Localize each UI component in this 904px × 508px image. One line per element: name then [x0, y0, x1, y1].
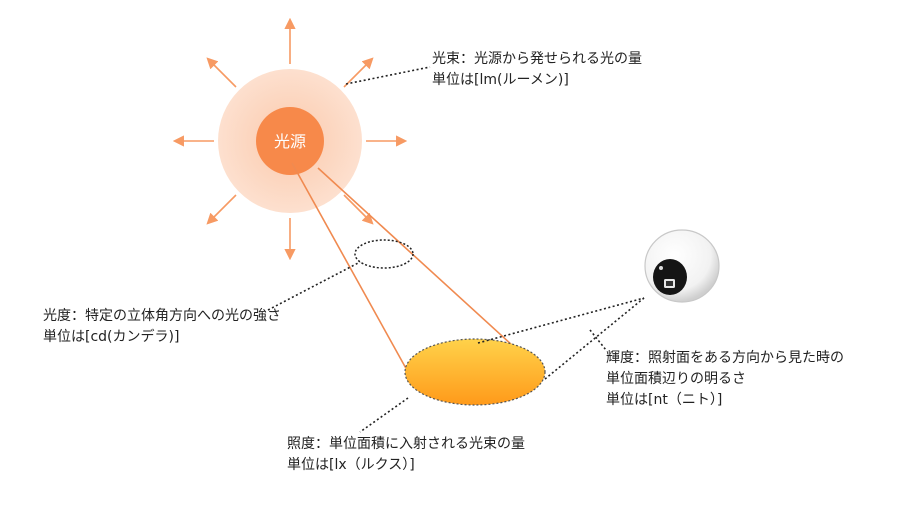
eye-icon — [644, 229, 720, 303]
luminous-intensity-definition: 光度：特定の立体角方向への光の強さ — [43, 308, 281, 324]
luminance-definition-cont: 単位面積辺りの明るさ — [606, 371, 746, 387]
beam-edge-left — [291, 162, 409, 373]
luminous-intensity-label: 光度：特定の立体角方向への光の強さ 単位は[cd(カンデラ)] — [43, 306, 281, 348]
light-source-label: 光源 — [274, 132, 306, 151]
beam-edge-right — [317, 167, 514, 347]
illuminance-label: 照度：単位面積に入射される光束の量 単位は[lx（ルクス）] — [287, 434, 525, 476]
luminous-flux-unit: 単位は[lm(ルーメン)] — [432, 72, 569, 88]
luminous-flux-definition: 光束：光源から発せられる光の量 — [432, 51, 642, 67]
luminance-unit: 単位は[nt（ニト）] — [606, 392, 723, 408]
luminance-leader — [589, 329, 607, 351]
ray-up-right — [343, 57, 374, 88]
illuminance-leader — [359, 397, 409, 433]
leader-lines — [267, 66, 645, 433]
luminance-definition: 輝度：照射面をある方向から見た時の — [606, 350, 844, 366]
flux-leader — [345, 66, 431, 85]
luminous-intensity-unit: 単位は[cd(カンデラ)] — [43, 329, 180, 345]
light-rays — [172, 17, 408, 261]
luminous-flux-label: 光束：光源から発せられる光の量 単位は[lm(ルーメン)] — [432, 49, 642, 91]
light-source — [256, 107, 324, 175]
eye-view-line-lower — [544, 297, 645, 380]
eye-view-line-upper — [477, 297, 645, 344]
light-beam — [291, 162, 514, 373]
intensity-leader — [267, 261, 361, 311]
ray-down-left — [206, 194, 237, 225]
illuminance-definition: 照度：単位面積に入射される光束の量 — [287, 436, 525, 452]
solid-angle-ellipse — [354, 239, 414, 269]
ray-down-right — [343, 194, 374, 225]
illuminated-area — [404, 338, 546, 406]
illuminance-unit: 単位は[lx（ルクス）] — [287, 457, 415, 473]
ray-up-left — [206, 57, 237, 88]
luminance-label: 輝度：照射面をある方向から見た時の 単位面積辺りの明るさ 単位は[nt（ニト）] — [606, 348, 844, 411]
